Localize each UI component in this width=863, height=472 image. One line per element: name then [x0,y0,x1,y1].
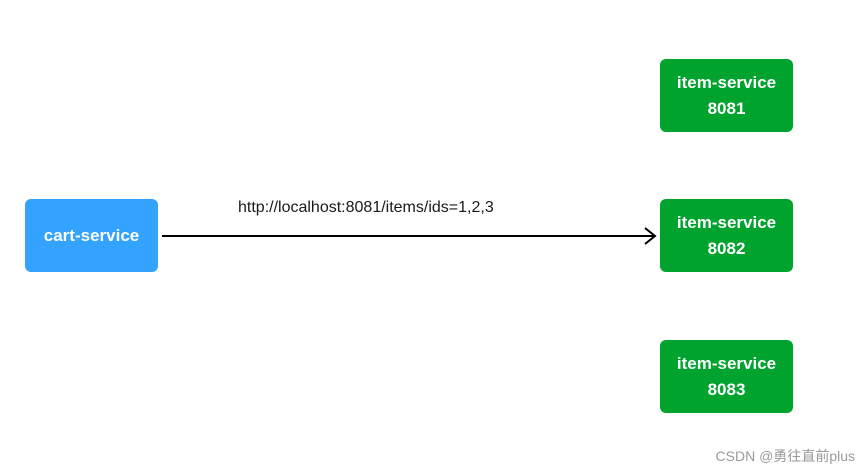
item-service-node-8083: item-service 8083 [660,340,793,413]
item-service-name: item-service [676,353,777,373]
item-service-port: 8081 [707,98,746,118]
item-service-port: 8082 [707,238,746,258]
request-url-label: http://localhost:8081/items/ids=1,2,3 [238,199,494,216]
item-service-name: item-service [676,212,777,232]
item-service-port: 8083 [707,379,746,399]
csdn-watermark: CSDN @勇往直前plus [715,448,855,464]
item-service-name: item-service [676,72,777,92]
request-arrowhead [644,227,657,245]
cart-service-label: cart-service [43,225,140,245]
item-service-node-8082: item-service 8082 [660,199,793,272]
item-service-node-8081: item-service 8081 [660,59,793,132]
cart-service-node: cart-service [25,199,158,272]
